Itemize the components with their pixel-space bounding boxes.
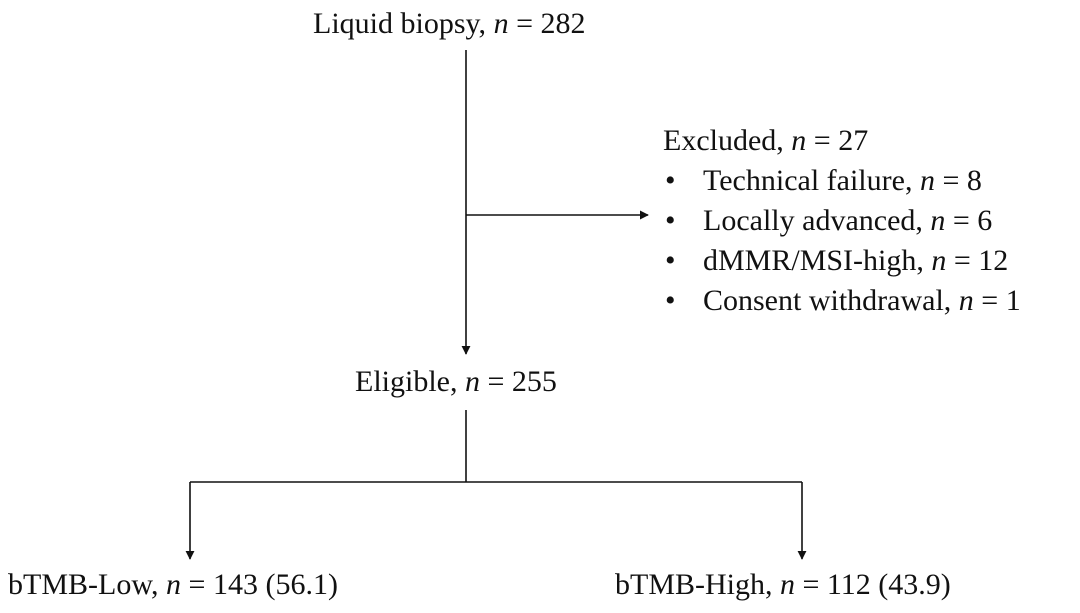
excluded-count: = 27 xyxy=(806,124,869,157)
node-btmb-high: bTMB-High, n = 112 (43.9) xyxy=(615,567,951,603)
bullet-icon: • xyxy=(665,204,676,237)
bullet-icon: • xyxy=(665,244,676,277)
exclusion-reason-locally-advanced: • Locally advanced, n = 6 xyxy=(663,203,1021,243)
reason-label: Technical failure, xyxy=(703,164,920,197)
n-symbol: n xyxy=(930,204,946,237)
bullet-icon: • xyxy=(665,284,676,317)
node-count: = 143 (56.1) xyxy=(181,568,338,601)
node-eligible: Eligible, n = 255 xyxy=(355,364,557,400)
node-btmb-low: bTMB-Low, n = 143 (56.1) xyxy=(8,567,338,603)
reason-count: = 12 xyxy=(946,244,1009,277)
n-symbol: n xyxy=(791,124,807,157)
n-symbol: n xyxy=(166,568,182,601)
excluded-heading: Excluded, n = 27 xyxy=(663,123,1021,159)
node-count: = 112 (43.9) xyxy=(795,568,951,601)
excluded-box: Excluded, n = 27 • Technical failure, n =… xyxy=(663,123,1021,323)
n-symbol: n xyxy=(493,7,509,40)
reason-count: = 8 xyxy=(934,164,982,197)
node-label: bTMB-Low, xyxy=(8,568,167,601)
node-count: = 255 xyxy=(479,365,557,398)
exclusion-reasons-list: • Technical failure, n = 8 • Locally advan… xyxy=(663,163,1021,323)
node-label: Eligible, xyxy=(355,365,465,398)
n-symbol: n xyxy=(919,164,935,197)
node-label: bTMB-High, xyxy=(615,568,780,601)
node-label: Liquid biopsy, xyxy=(313,7,494,40)
reason-count: = 6 xyxy=(945,204,993,237)
exclusion-reason-technical-failure: • Technical failure, n = 8 xyxy=(663,163,1021,203)
excluded-label: Excluded, xyxy=(663,124,792,157)
reason-label: Locally advanced, xyxy=(703,204,931,237)
exclusion-reason-consent-withdrawal: • Consent withdrawal, n = 1 xyxy=(663,283,1021,323)
n-symbol: n xyxy=(780,568,795,601)
reason-label: dMMR/MSI-high, xyxy=(703,244,932,277)
reason-count: = 1 xyxy=(973,284,1021,317)
exclusion-reason-dmmr-msi-high: • dMMR/MSI-high, n = 12 xyxy=(663,243,1021,283)
node-count: = 282 xyxy=(508,7,586,40)
n-symbol: n xyxy=(464,365,480,398)
bullet-icon: • xyxy=(665,164,676,197)
node-liquid-biopsy: Liquid biopsy, n = 282 xyxy=(313,6,585,42)
reason-label: Consent withdrawal, xyxy=(703,284,959,317)
n-symbol: n xyxy=(958,284,974,317)
n-symbol: n xyxy=(931,244,947,277)
